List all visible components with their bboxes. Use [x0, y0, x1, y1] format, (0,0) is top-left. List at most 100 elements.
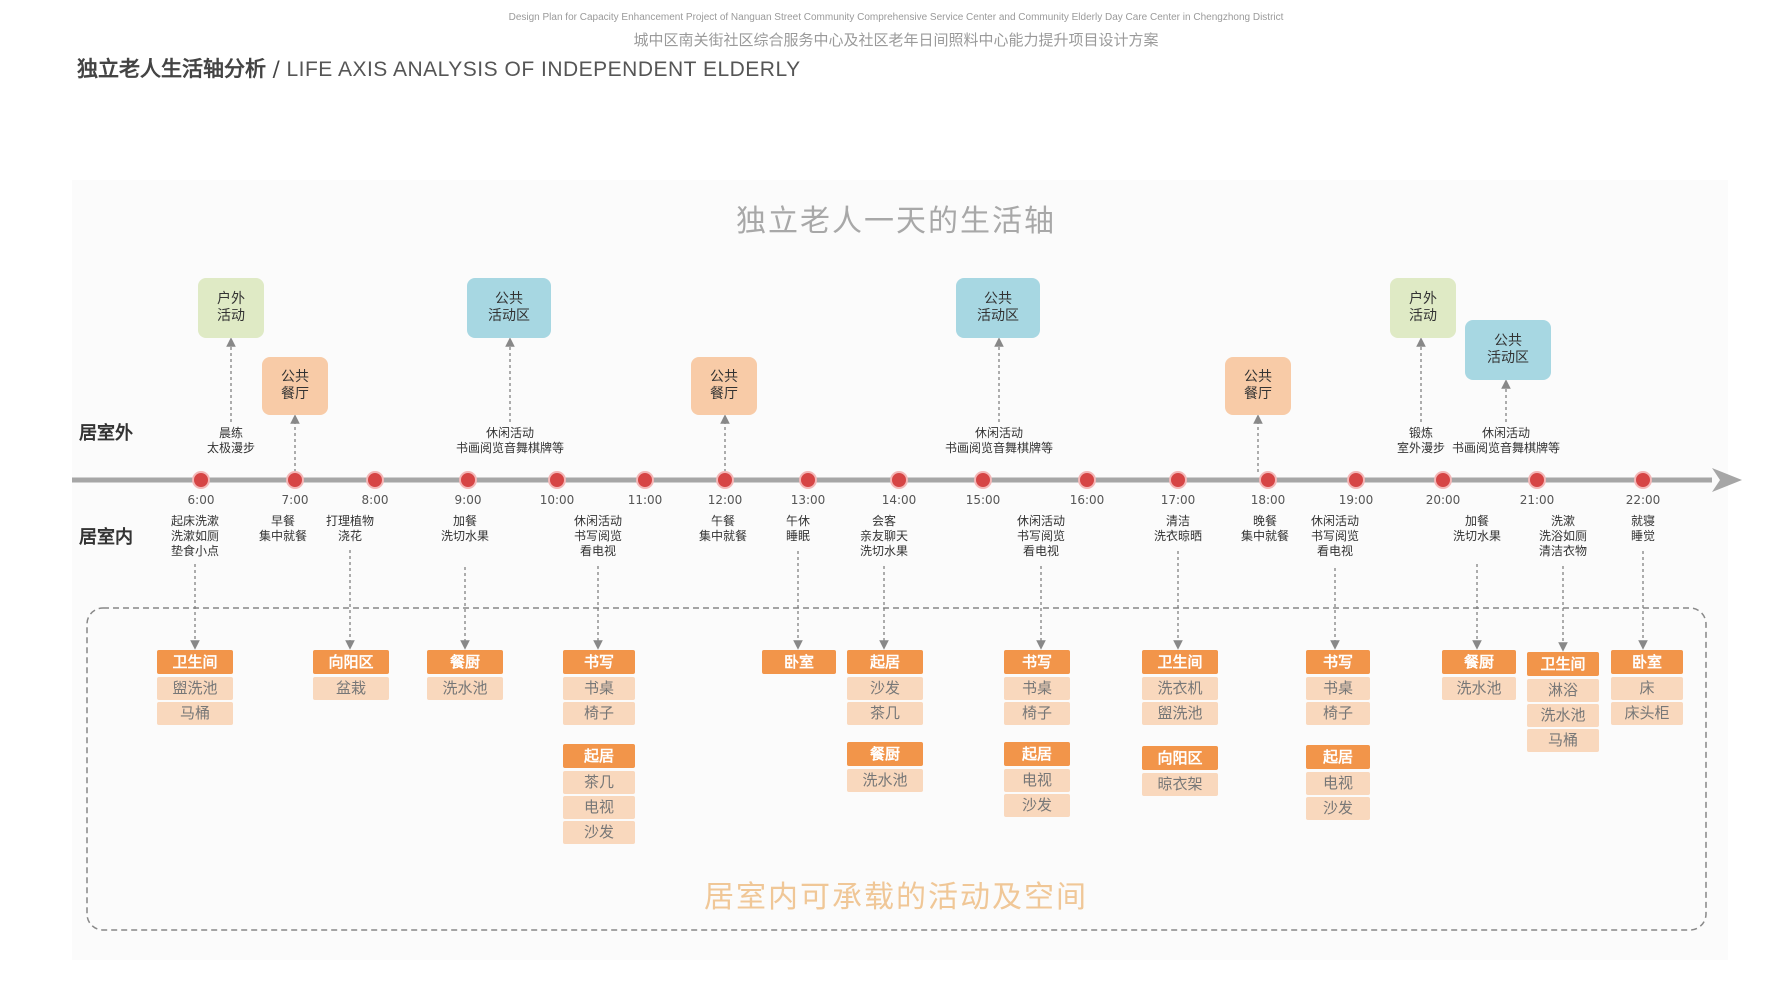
- inside-activity-label: 休闲活动 书写阅览 看电视: [1310, 514, 1359, 558]
- time-label: 16:00: [1069, 493, 1105, 507]
- space-category-label: 卧室: [762, 650, 836, 674]
- space-item-label: 床: [1611, 677, 1683, 700]
- space-category-label: 卫生间: [1142, 650, 1218, 674]
- outside-place-box: 公共 餐厅: [262, 357, 328, 415]
- time-label: 22:00: [1625, 493, 1661, 507]
- time-axis-arrow-icon: [1712, 468, 1742, 492]
- inside-activity-label: 会客 亲友聊天 洗切水果: [859, 514, 908, 558]
- time-label: 18:00: [1250, 493, 1286, 507]
- time-dot: [1078, 471, 1096, 489]
- space-item-label: 沙发: [563, 821, 635, 844]
- time-dot: [548, 471, 566, 489]
- space-item-label: 茶几: [563, 771, 635, 794]
- space-category-label: 向阳区: [1142, 746, 1218, 770]
- page-title-cn: 独立老人生活轴分析: [77, 57, 266, 81]
- space-category-label: 餐厨: [1442, 650, 1516, 674]
- space-item-label: 盥洗池: [1142, 702, 1218, 725]
- space-item-label: 电视: [1004, 769, 1070, 792]
- inside-activity-label: 午休 睡眠: [785, 514, 810, 543]
- space-item-label: 书桌: [1004, 677, 1070, 700]
- inside-activity-label: 加餐 洗切水果: [440, 514, 489, 543]
- time-dot: [192, 471, 210, 489]
- time-label: 19:00: [1338, 493, 1374, 507]
- space-item-label: 淋浴: [1527, 679, 1599, 702]
- space-item-label: 电视: [1306, 772, 1370, 795]
- space-item-label: 晾衣架: [1142, 773, 1218, 796]
- space-category-label: 起居: [563, 744, 635, 768]
- page-title-en: LIFE AXIS ANALYSIS OF INDEPENDENT ELDERL…: [286, 58, 801, 81]
- page-title-separator: /: [266, 57, 287, 81]
- outside-place-box: 公共 活动区: [1465, 320, 1551, 380]
- time-dot: [286, 471, 304, 489]
- time-label: 15:00: [965, 493, 1001, 507]
- inside-activity-label: 洗漱 洗浴如厕 清洁衣物: [1538, 514, 1587, 558]
- space-item-label: 书桌: [1306, 677, 1370, 700]
- space-category-label: 餐厨: [847, 742, 923, 766]
- time-label: 17:00: [1160, 493, 1196, 507]
- outside-place-box: 公共 餐厅: [691, 357, 757, 415]
- space-category-label: 卫生间: [157, 650, 233, 674]
- space-item-label: 马桶: [1527, 729, 1599, 752]
- page-title: 独立老人生活轴分析 / LIFE AXIS ANALYSIS OF INDEPE…: [77, 53, 801, 83]
- space-item-label: 电视: [563, 796, 635, 819]
- header-chinese: 城中区南关街社区综合服务中心及社区老年日间照料中心能力提升项目设计方案: [633, 31, 1159, 49]
- time-label: 14:00: [881, 493, 917, 507]
- time-dot: [890, 471, 908, 489]
- time-dot: [1259, 471, 1277, 489]
- outside-label: 居室外: [79, 423, 133, 444]
- time-dot: [799, 471, 817, 489]
- space-category-label: 向阳区: [313, 650, 389, 674]
- time-dot: [366, 471, 384, 489]
- space-category-label: 卫生间: [1527, 652, 1599, 676]
- outside-place-box: 公共 活动区: [467, 278, 551, 338]
- time-label: 13:00: [790, 493, 826, 507]
- space-item-label: 洗衣机: [1142, 677, 1218, 700]
- time-dot: [1169, 471, 1187, 489]
- space-item-label: 椅子: [1004, 702, 1070, 725]
- outside-place-box: 公共 活动区: [956, 278, 1040, 338]
- space-item-label: 盆栽: [313, 677, 389, 700]
- outside-place-box: 户外 活动: [198, 278, 264, 338]
- inside-activity-label: 就寝 睡觉: [1630, 514, 1655, 543]
- space-item-label: 盥洗池: [157, 677, 233, 700]
- time-dot: [459, 471, 477, 489]
- header-english: Design Plan for Capacity Enhancement Pro…: [508, 12, 1284, 23]
- inside-caption: 居室内可承载的活动及空间: [704, 880, 1088, 915]
- space-item-label: 马桶: [157, 702, 233, 725]
- outside-activity-label: 锻炼 室外漫步: [1396, 426, 1445, 455]
- space-item-label: 沙发: [1306, 797, 1370, 820]
- space-category-label: 起居: [1004, 742, 1070, 766]
- outside-activity-label: 休闲活动 书画阅览音舞棋牌等: [1451, 426, 1560, 455]
- time-dot: [974, 471, 992, 489]
- time-dot: [636, 471, 654, 489]
- space-item-label: 洗水池: [847, 769, 923, 792]
- time-label: 12:00: [707, 493, 743, 507]
- space-category-label: 起居: [847, 650, 923, 674]
- inside-activity-label: 晚餐 集中就餐: [1240, 514, 1289, 543]
- outside-activity-label: 休闲活动 书画阅览音舞棋牌等: [944, 426, 1053, 455]
- time-dot: [716, 471, 734, 489]
- space-item-label: 茶几: [847, 702, 923, 725]
- space-item-label: 椅子: [563, 702, 635, 725]
- inside-activity-label: 早餐 集中就餐: [258, 514, 307, 543]
- space-category-label: 书写: [1004, 650, 1070, 674]
- space-item-label: 床头柜: [1611, 702, 1683, 725]
- space-item-label: 椅子: [1306, 702, 1370, 725]
- connector-layer: [190, 337, 1648, 652]
- time-label: 20:00: [1425, 493, 1461, 507]
- time-label: 9:00: [454, 493, 482, 507]
- outside-place-box: 公共 餐厅: [1225, 357, 1291, 415]
- time-label: 11:00: [627, 493, 663, 507]
- time-dot: [1347, 471, 1365, 489]
- outside-activity-label: 休闲活动 书画阅览音舞棋牌等: [455, 426, 564, 455]
- time-label: 7:00: [281, 493, 309, 507]
- inside-activity-label: 加餐 洗切水果: [1452, 514, 1501, 543]
- time-dot: [1434, 471, 1452, 489]
- space-category-label: 起居: [1306, 745, 1370, 769]
- space-item-label: 洗水池: [427, 677, 503, 700]
- space-category-label: 书写: [563, 650, 635, 674]
- outside-place-box: 户外 活动: [1390, 278, 1456, 338]
- inside-activity-label: 休闲活动 书写阅览 看电视: [1016, 514, 1065, 558]
- space-item-label: 洗水池: [1527, 704, 1599, 727]
- outside-activity-label: 晨练 太极漫步: [206, 426, 255, 455]
